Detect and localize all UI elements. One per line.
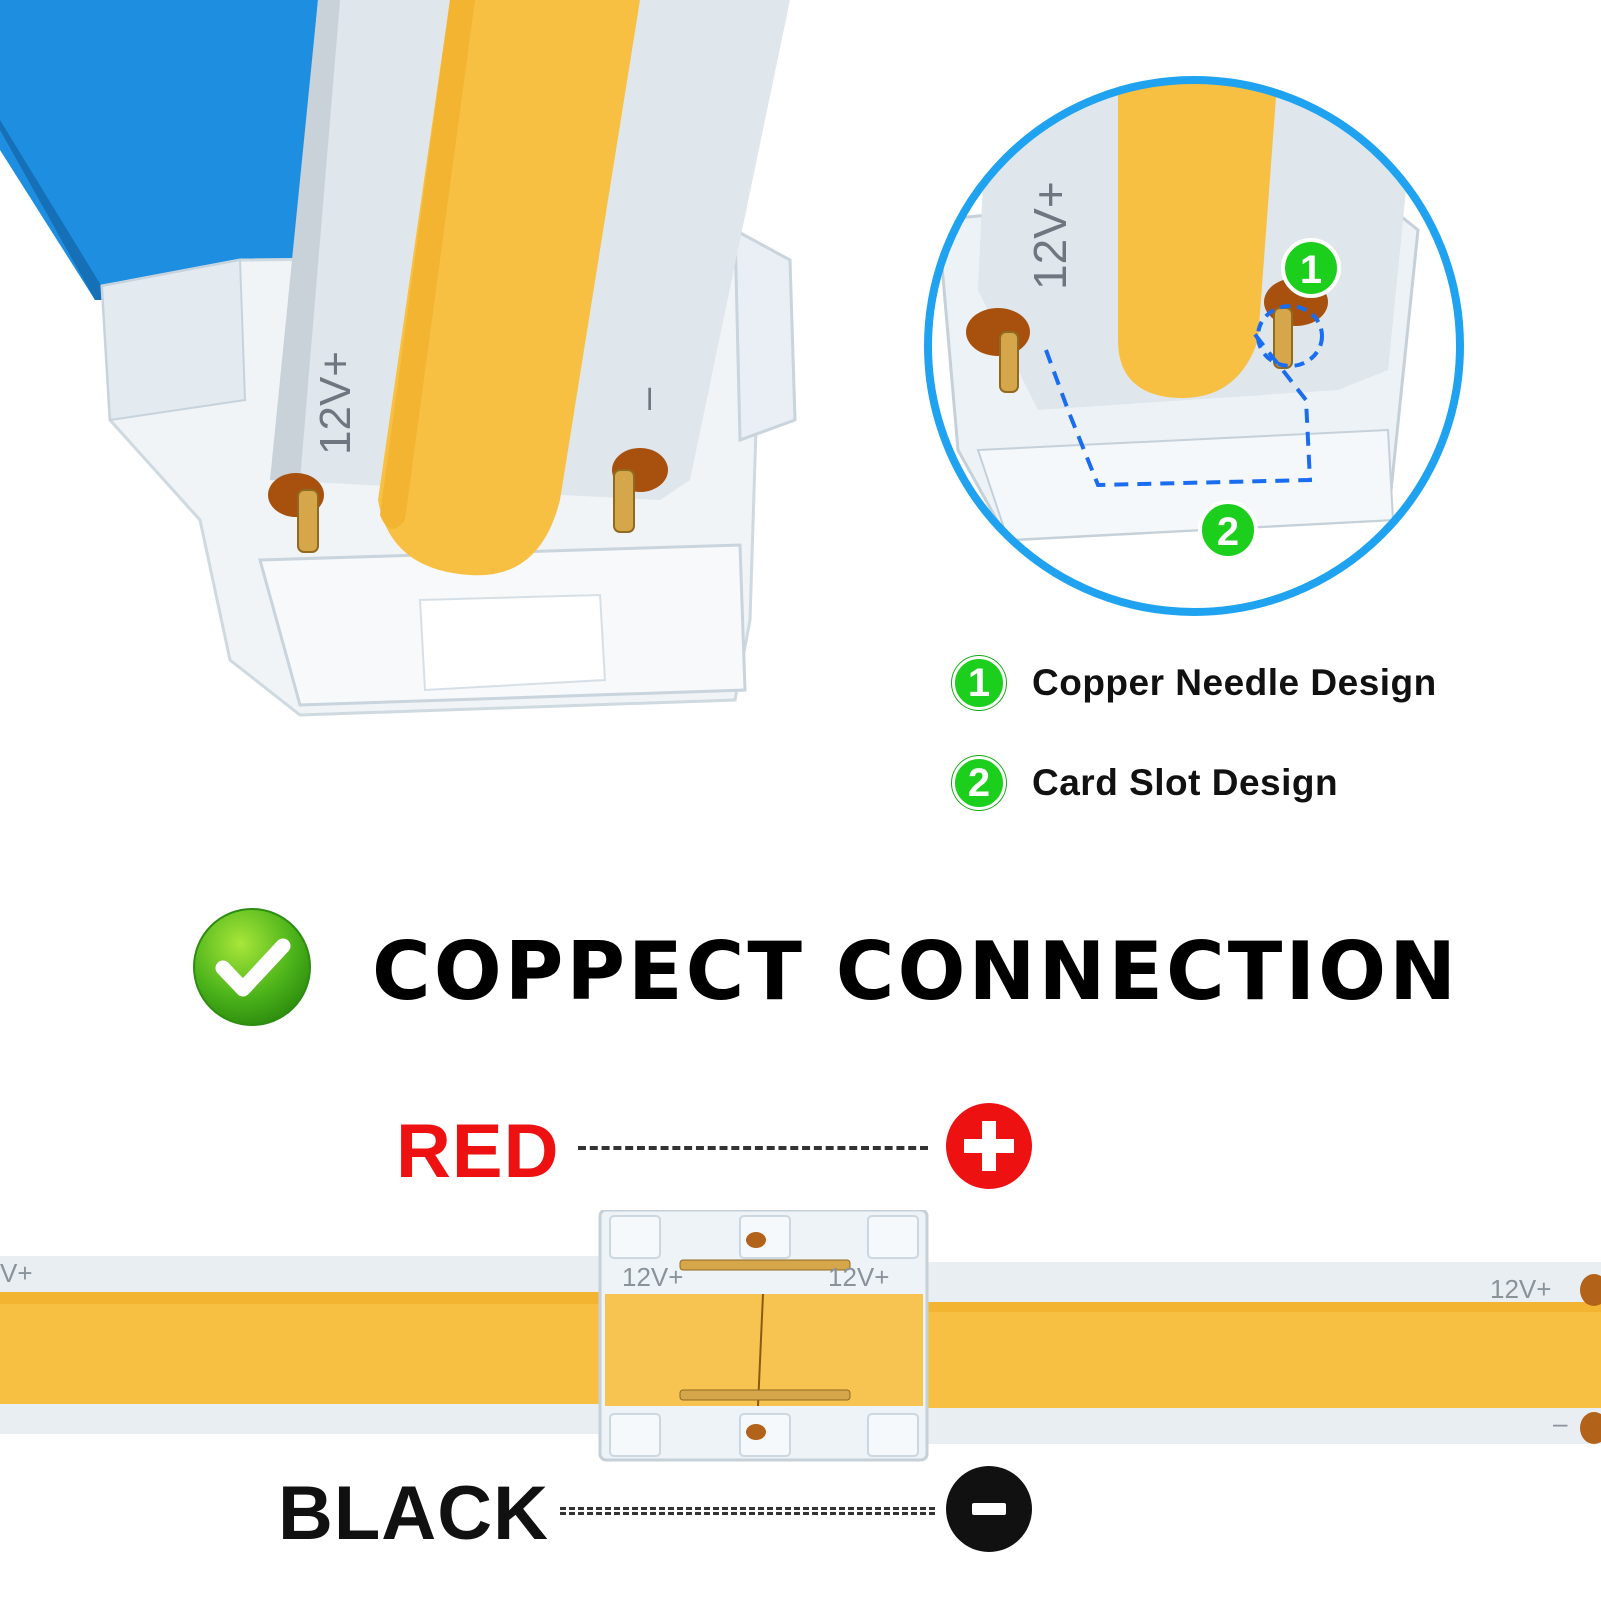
card-slot-outline: [1044, 330, 1313, 488]
inset-marker-1: 1: [1281, 238, 1341, 298]
copper-needle-highlight: [1256, 304, 1324, 368]
top-strip-label-negative: –: [625, 387, 669, 410]
plus-circle-icon: [946, 1103, 1032, 1189]
connector-label-left: 12V+: [622, 1262, 683, 1292]
legend-item-card-slot: 2 Card Slot Design: [952, 756, 1338, 810]
legend-number-2: 2: [952, 756, 1006, 810]
legend-label-copper-needle: Copper Needle Design: [1032, 662, 1437, 703]
zoom-inset: 12V+ 1 2: [924, 76, 1464, 616]
copper-needle-left: [297, 489, 319, 553]
inset-led-phosphor: [1118, 80, 1278, 399]
red-wire-label: RED: [396, 1109, 560, 1194]
svg-text:2: 2: [1217, 510, 1239, 554]
inset-needle-left: [999, 331, 1019, 393]
legend-label-card-slot: Card Slot Design: [1032, 762, 1339, 803]
top-connector-photo: 12V+ –: [0, 0, 797, 717]
connector-label-right: 12V+: [828, 1262, 889, 1292]
inset-strip-label-positive: 12V+: [1024, 181, 1076, 290]
minus-circle-icon: [946, 1466, 1032, 1552]
green-check-icon: [193, 908, 311, 1026]
top-strip-label-positive: 12V+: [311, 351, 360, 455]
headline-text: COPPECT CONNECTION: [372, 925, 1460, 1018]
left-strip-label: V+: [0, 1258, 33, 1288]
legend-item-copper-needle: 1 Copper Needle Design: [952, 656, 1437, 710]
bottom-strip-photo: V+ 12V+ – 12V+ 12V+: [0, 1210, 1601, 1462]
inset-needle-right: [1273, 307, 1293, 369]
bottom-connector: 12V+ 12V+: [598, 1210, 929, 1462]
inset-marker-2: 2: [1198, 500, 1258, 560]
black-leader-line: [560, 1507, 935, 1515]
legend-number-1: 1: [952, 656, 1006, 710]
svg-text:1: 1: [1300, 248, 1322, 292]
black-wire-label: BLACK: [278, 1471, 549, 1556]
right-strip-label: 12V+: [1490, 1274, 1551, 1304]
red-leader-line: [578, 1146, 928, 1150]
right-strip-negative: –: [1553, 1408, 1568, 1438]
blue-backing-tape: [0, 0, 318, 300]
copper-needle-right: [613, 469, 635, 533]
